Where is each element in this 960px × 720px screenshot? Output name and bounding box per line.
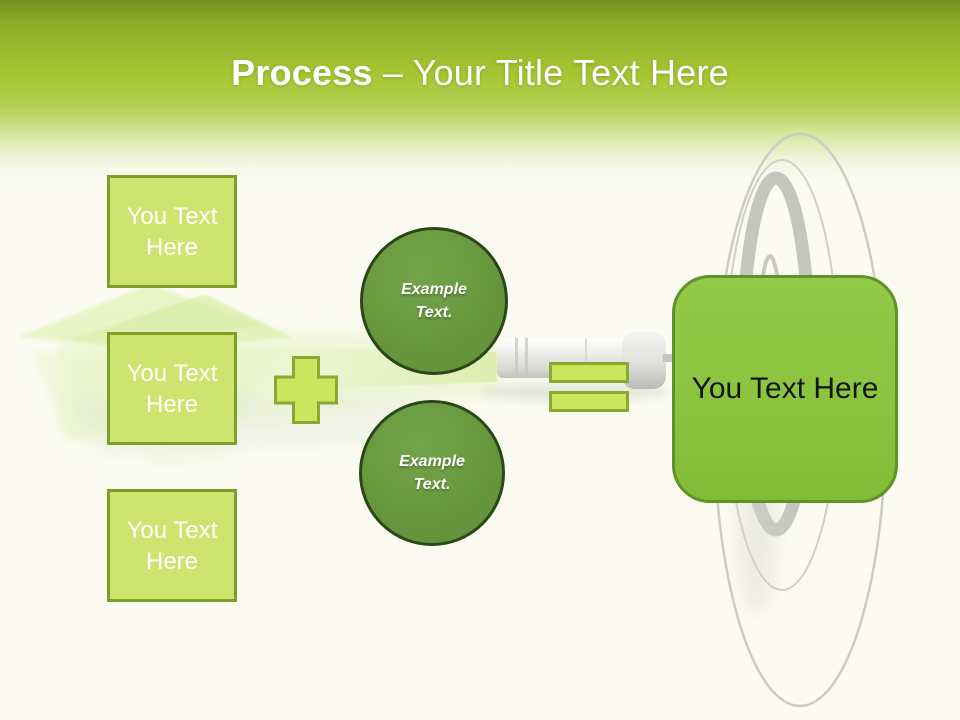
example-circle-2: Example Text.	[359, 400, 505, 546]
process-input-box-1-label: You Text Here	[126, 202, 218, 261]
dart-needle-graphic	[663, 354, 675, 362]
example-circle-2-label: Example Text.	[399, 453, 465, 493]
process-result-box-label: You Text Here	[691, 372, 879, 405]
equals-operator-top-bar-icon	[549, 362, 629, 383]
process-input-box-2: You Text Here	[107, 332, 237, 445]
process-input-box-3: You Text Here	[107, 489, 237, 602]
process-input-box-3-label: You Text Here	[126, 516, 218, 575]
process-input-box-1: You Text Here	[107, 175, 237, 288]
title-subtitle: – Your Title Text Here	[372, 52, 729, 93]
slide-title: Process – Your Title Text Here	[0, 52, 960, 94]
equals-operator-bottom-bar-icon	[549, 391, 629, 412]
example-circle-1-label: Example Text.	[401, 281, 467, 321]
example-circle-1: Example Text.	[360, 227, 508, 375]
header-band	[0, 0, 960, 182]
plus-operator-icon	[274, 356, 338, 424]
title-keyword: Process	[231, 52, 373, 93]
process-result-box: You Text Here	[672, 275, 898, 503]
process-input-box-2-label: You Text Here	[126, 359, 218, 418]
